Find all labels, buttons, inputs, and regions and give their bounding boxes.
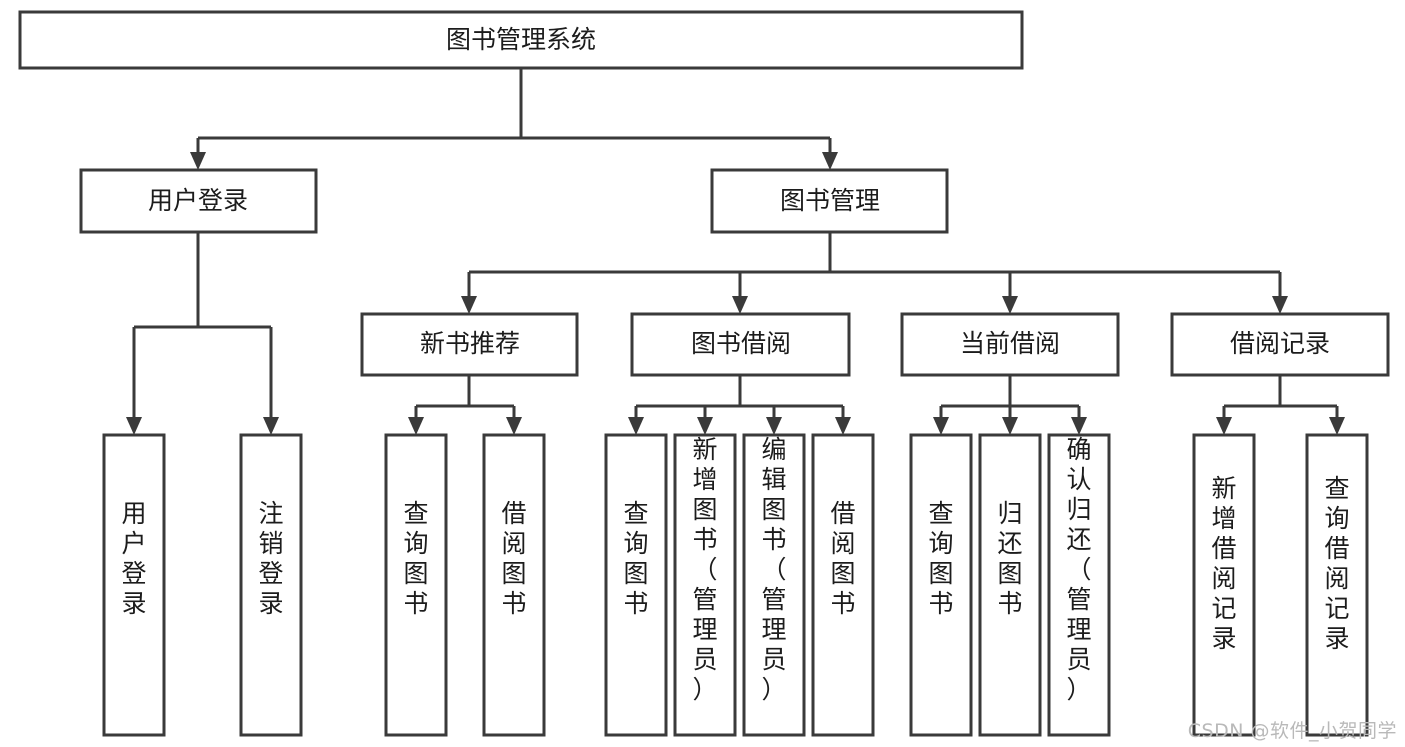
leaf-bb-add-book-label: 新增图书（管理员）: [692, 435, 717, 704]
leaf-cb-query-book-label: 查询图书: [928, 499, 953, 618]
arrowhead-book-borrow: [732, 296, 748, 314]
node-new-book-recommend-label: 新书推荐: [420, 329, 520, 358]
leaf-bb-add-book[interactable]: 新增图书（管理员）: [673, 433, 737, 737]
arrowhead-user-login: [190, 152, 206, 170]
node-book-management[interactable]: 图书管理: [710, 168, 949, 234]
arrowhead-cb-return-book: [1002, 417, 1018, 435]
leaf-bb-query-book-box[interactable]: [604, 433, 668, 737]
leaf-bb-edit-book[interactable]: 编辑图书（管理员）: [742, 433, 806, 737]
leaf-user-login[interactable]: 用户登录: [102, 433, 166, 737]
node-root-box[interactable]: [18, 10, 1024, 70]
leaf-logout-label: 注销登录: [258, 499, 283, 618]
csdn-watermark: CSDN @软件_小贺同学: [1187, 720, 1397, 742]
node-new-book-recommend-box[interactable]: [360, 312, 579, 377]
leaf-nb-borrow-book[interactable]: 借阅图书: [482, 433, 546, 737]
leaf-nb-borrow-book-label: 借阅图书: [501, 499, 526, 618]
leaf-cb-query-book[interactable]: 查询图书: [909, 433, 973, 737]
arrowhead-current-borrow: [1002, 296, 1018, 314]
leaf-cb-query-book-box[interactable]: [909, 433, 973, 737]
node-book-borrow-box[interactable]: [630, 312, 851, 377]
leaf-bb-add-book-box[interactable]: [673, 433, 737, 737]
leaf-user-login-label: 用户登录: [121, 499, 146, 618]
node-borrow-record-label: 借阅记录: [1230, 329, 1330, 358]
leaf-nb-query-book-label: 查询图书: [403, 499, 428, 618]
leaf-nb-borrow-book-box[interactable]: [482, 433, 546, 737]
leaf-br-query-record-box[interactable]: [1305, 433, 1369, 737]
leaf-cb-confirm-return-label: 确认归还（管理员）: [1066, 435, 1091, 704]
leaf-bb-borrow-book-label: 借阅图书: [830, 499, 855, 618]
leaf-cb-return-book[interactable]: 归还图书: [978, 433, 1042, 737]
node-book-management-label: 图书管理: [780, 186, 880, 215]
leaf-br-query-record-label: 查询借阅记录: [1324, 474, 1349, 653]
node-book-borrow[interactable]: 图书借阅: [630, 312, 851, 377]
leaf-cb-confirm-return-box[interactable]: [1047, 433, 1111, 737]
leaf-logout[interactable]: 注销登录: [239, 433, 303, 737]
node-root-book-management-system[interactable]: 图书管理系统: [18, 10, 1024, 70]
leaf-br-add-record-label: 新增借阅记录: [1211, 474, 1236, 653]
arrowhead-bb-edit-book: [766, 417, 782, 435]
node-user-login[interactable]: 用户登录: [79, 168, 318, 234]
leaf-nb-query-book-box[interactable]: [384, 433, 448, 737]
leaf-bb-borrow-book-box[interactable]: [811, 433, 875, 737]
arrowhead-leaf-user-login: [126, 417, 142, 435]
leaf-cb-confirm-return[interactable]: 确认归还（管理员）: [1047, 433, 1111, 737]
arrowhead-leaf-logout: [263, 417, 279, 435]
arrowhead-cb-confirm-return: [1071, 417, 1087, 435]
node-book-management-box[interactable]: [710, 168, 949, 234]
node-new-book-recommend[interactable]: 新书推荐: [360, 312, 579, 377]
leaf-bb-query-book-label: 查询图书: [623, 499, 648, 618]
leaf-user-login-box[interactable]: [102, 433, 166, 737]
leaf-bb-borrow-book[interactable]: 借阅图书: [811, 433, 875, 737]
leaf-br-query-record[interactable]: 查询借阅记录: [1305, 433, 1369, 737]
arrowhead-borrow-record: [1272, 296, 1288, 314]
leaf-bb-query-book[interactable]: 查询图书: [604, 433, 668, 737]
leaf-bb-edit-book-box[interactable]: [742, 433, 806, 737]
arrowhead-bb-query-book: [628, 417, 644, 435]
arrowhead-nb-query-book: [408, 417, 424, 435]
node-book-borrow-label: 图书借阅: [691, 329, 791, 358]
node-borrow-record[interactable]: 借阅记录: [1170, 312, 1390, 377]
node-current-borrow-box[interactable]: [900, 312, 1120, 377]
node-borrow-record-box[interactable]: [1170, 312, 1390, 377]
connector-layer: [126, 68, 1345, 435]
node-current-borrow[interactable]: 当前借阅: [900, 312, 1120, 377]
leaf-nb-query-book[interactable]: 查询图书: [384, 433, 448, 737]
arrowhead-bb-add-book: [697, 417, 713, 435]
leaf-logout-box[interactable]: [239, 433, 303, 737]
arrowhead-br-add-record: [1216, 417, 1232, 435]
arrowhead-bb-borrow-book: [835, 417, 851, 435]
arrowhead-book-mgmt: [822, 152, 838, 170]
arrowhead-nb-borrow-book: [506, 417, 522, 435]
arrowhead-br-query-record: [1329, 417, 1345, 435]
leaf-cb-return-book-box[interactable]: [978, 433, 1042, 737]
leaf-br-add-record[interactable]: 新增借阅记录: [1192, 433, 1256, 737]
node-user-login-label: 用户登录: [148, 186, 248, 215]
arrowhead-cb-query-book: [933, 417, 949, 435]
leaf-bb-edit-book-label: 编辑图书（管理员）: [761, 435, 786, 704]
arrowhead-new-book: [461, 296, 477, 314]
node-root-label: 图书管理系统: [446, 25, 596, 54]
node-current-borrow-label: 当前借阅: [960, 329, 1060, 358]
node-user-login-box[interactable]: [79, 168, 318, 234]
leaf-cb-return-book-label: 归还图书: [997, 499, 1022, 618]
leaf-br-add-record-box[interactable]: [1192, 433, 1256, 737]
